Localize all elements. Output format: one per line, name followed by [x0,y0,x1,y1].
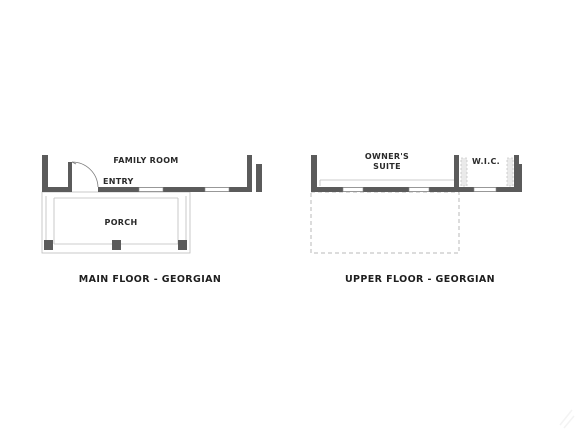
entry-label: ENTRY [103,177,134,186]
window [342,187,364,192]
porch-roof-outline [310,191,460,254]
door-jamb [68,162,72,192]
upper-floor-caption: UPPER FLOOR - GEORGIAN [345,274,495,285]
main-wall-bottom-left [42,187,72,192]
upper-wall-left [311,155,317,192]
main-floor-caption: MAIN FLOOR - GEORGIAN [79,274,222,285]
porch-column [112,240,121,250]
wic-shelf [506,157,514,187]
porch-column [178,240,187,250]
window [473,187,497,192]
main-wall-bottom [98,187,252,192]
wic-partition-inner [460,157,468,187]
window [408,187,430,192]
upper-wall-right-outer [519,164,522,192]
upper-wall-right [514,155,519,192]
porch-label: PORCH [105,218,138,227]
main-wall-right [247,155,252,192]
window [138,187,164,192]
main-wall-left [42,155,48,191]
porch-column [44,240,53,250]
wic-label: W.I.C. [472,157,500,166]
wic-partition [454,155,459,192]
family-room-label: FAMILY ROOM [113,156,178,165]
owners-suite-label-line1: OWNER'S [365,152,409,161]
window [204,187,230,192]
main-floor-plan: FAMILY ROOM ENTRY PORCH MAIN FLOOR - GEO… [41,155,262,285]
main-wall-right-outer [256,164,262,192]
owners-suite-label-line2: SUITE [373,162,401,171]
door-swing-arc [71,161,99,188]
watermark-icon [559,409,575,429]
upper-floor-plan: OWNER'S SUITE W.I.C. UPPER FLOOR - GEORG… [310,152,522,285]
